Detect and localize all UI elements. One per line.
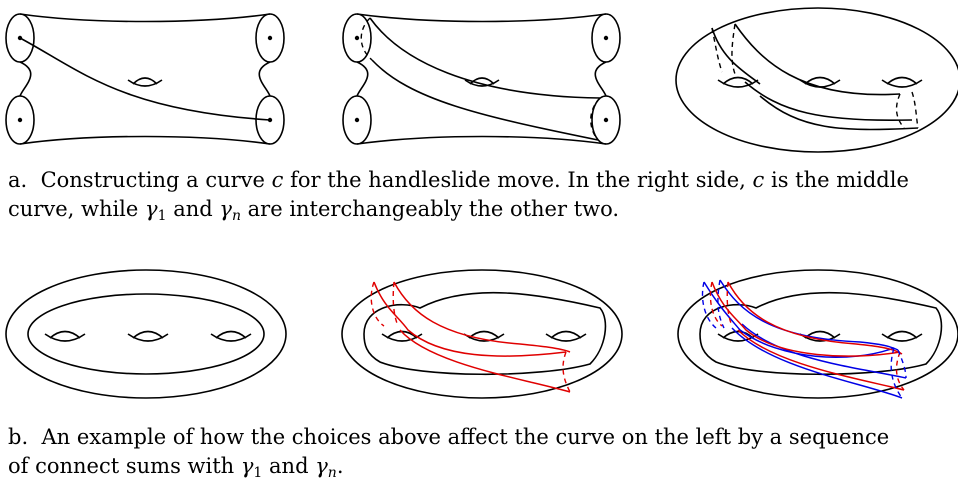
caption-a-text-5: and [173,197,213,221]
caption-b-text-4: . [336,454,344,478]
caption-a-gamma-1: γ [145,197,158,221]
panel-a1-surface [5,13,285,145]
caption-a-var-c: c [271,168,284,192]
caption-a-var-c-2: c [752,168,765,192]
caption-b-text-1: An example of how the choices above affe… [41,425,890,449]
panel-b1-surface [5,269,287,399]
panel-b3-surface [677,269,958,399]
caption-b-gamma-n: γ [315,454,328,478]
caption-a-text-6: are interchangeably the other two. [247,197,620,221]
caption-a-text-3: is the middle [770,168,909,192]
panel-b2-surface [341,269,623,399]
figure-b-svg [5,269,958,399]
caption-a-sub-1: 1 [157,208,167,224]
caption-b-sub-n: n [327,465,337,481]
figure-a-diagrams [0,0,958,160]
caption-a-gamma-n: γ [219,197,232,221]
caption-a-text-1: Constructing a curve [40,168,265,192]
caption-a-label: a. [8,168,28,192]
caption-b-text-3: and [269,454,309,478]
caption-b-text-2: of connect sums with [8,454,235,478]
figure-b-caption: b. An example of how the choices above a… [8,423,958,481]
caption-a-sub-n: n [231,208,241,224]
caption-b-gamma-1: γ [240,454,254,478]
caption-a-text-2: for the handleslide move. In the right s… [290,168,746,192]
figure-a-caption: a. Constructing a curve c for the handle… [8,166,958,224]
figure-a-svg [5,7,958,153]
figure-b-diagrams [0,268,958,420]
caption-b-sub-1: 1 [253,465,263,481]
caption-b-label: b. [8,425,29,449]
caption-a-text-4: curve, while [8,197,139,221]
panel-a2-surface [342,13,621,145]
panel-a3-surface [675,7,958,153]
